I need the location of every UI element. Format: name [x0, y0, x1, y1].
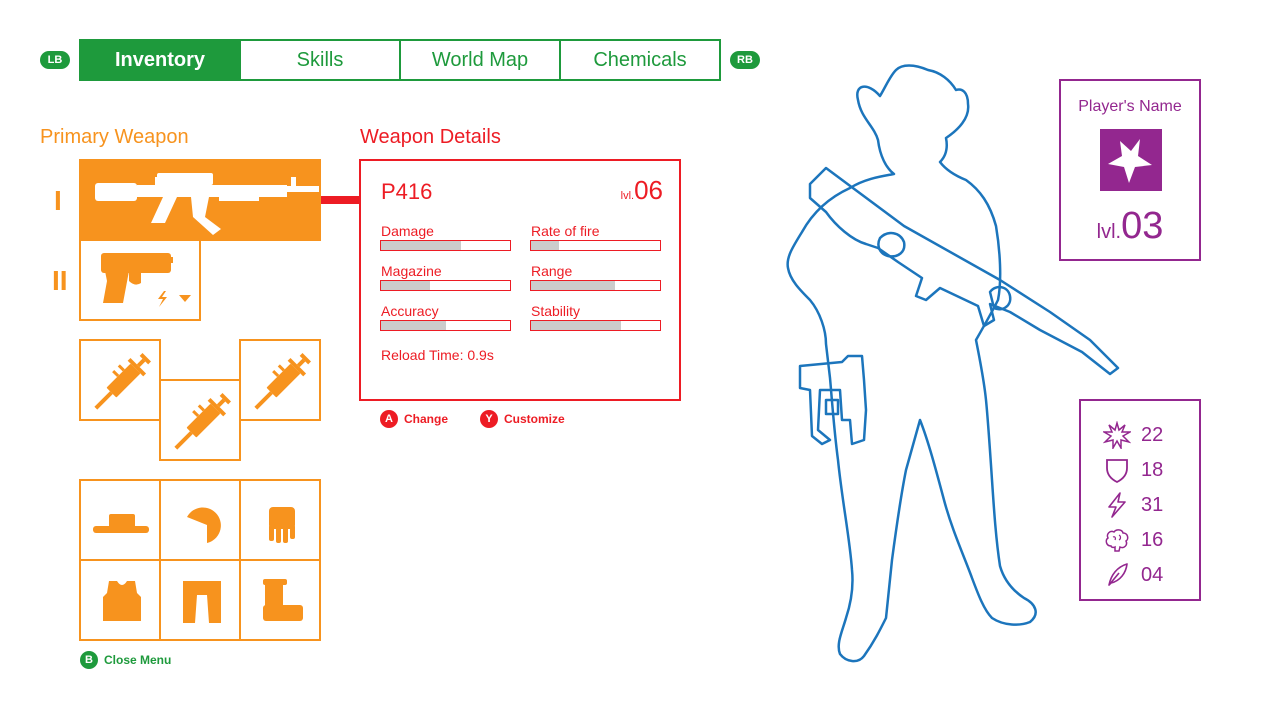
stat-bar-rate-of-fire — [530, 240, 661, 251]
stat-bar-stability — [530, 320, 661, 331]
burst-icon — [1103, 421, 1131, 449]
glove-icon — [269, 507, 295, 543]
gear-slot-boots[interactable] — [239, 559, 321, 641]
weapon-name: P416 — [381, 179, 433, 204]
lb-button[interactable]: LB — [40, 51, 70, 69]
chemical-slot-3[interactable] — [239, 339, 321, 421]
pistol-icon — [101, 253, 191, 307]
stat-label-stability: Stability — [531, 303, 581, 319]
assault-rifle-icon — [95, 173, 319, 235]
stat-bar-accuracy — [380, 320, 511, 331]
pants-icon — [183, 581, 221, 623]
gear-slot-pants[interactable] — [159, 559, 241, 641]
a-button-icon: A — [380, 410, 398, 428]
stat-bar-damage — [380, 240, 511, 251]
b-button-icon: B — [80, 651, 98, 669]
tab-world-map[interactable]: World Map — [401, 41, 561, 79]
attribute-value: 18 — [1141, 458, 1164, 481]
syringe-icon — [174, 393, 231, 450]
stat-label-rate-of-fire: Rate of fire — [531, 223, 600, 239]
secondary-weapon-slot[interactable] — [79, 239, 201, 321]
mask-icon — [187, 507, 221, 543]
player-card: Player's Name lvl.03 — [1059, 79, 1201, 261]
player-avatar — [1100, 129, 1162, 191]
tab-chemicals[interactable]: Chemicals — [593, 48, 687, 71]
slot-label-primary: I — [54, 185, 62, 216]
shield-icon — [1106, 459, 1128, 484]
attribute-intellect: 16 — [1103, 526, 1163, 554]
selection-connector — [321, 196, 359, 204]
gear-slot-vest[interactable] — [79, 559, 161, 641]
attribute-value: 04 — [1141, 563, 1164, 586]
chemical-slot-1[interactable] — [79, 339, 161, 421]
stat-bar-range — [530, 280, 661, 291]
vest-icon — [103, 581, 141, 621]
player-name: Player's Name — [1078, 98, 1182, 115]
primary-weapon-slot[interactable] — [79, 159, 321, 241]
player-level-prefix: lvl. — [1096, 221, 1122, 243]
y-button-icon: Y — [480, 410, 498, 428]
stat-label-range: Range — [531, 263, 573, 279]
primary-weapon-title: Primary Weapon — [40, 126, 189, 148]
star-icon — [1108, 139, 1152, 183]
tab-inventory[interactable]: Inventory — [81, 41, 241, 79]
weapon-details-title: Weapon Details — [360, 126, 501, 148]
attributes-panel: 22 18 31 16 04 — [1079, 399, 1201, 601]
gear-slot-hat[interactable] — [79, 479, 161, 561]
player-level-value: 03 — [1121, 205, 1164, 247]
gear-slot-gloves[interactable] — [239, 479, 321, 561]
stat-label-magazine: Magazine — [381, 263, 442, 279]
stat-bar-magazine — [380, 280, 511, 291]
close-menu-label: Close Menu — [104, 653, 172, 667]
weapon-level: lvl.06 — [621, 175, 663, 206]
attribute-speed: 31 — [1103, 491, 1163, 519]
syringe-icon — [254, 353, 311, 410]
weapon-details-panel: P416 lvl.06 Damage Rate of fire Magazine… — [359, 159, 681, 401]
character-silhouette — [786, 64, 1120, 663]
tab-bar: Inventory Skills World Map Chemicals — [79, 39, 721, 81]
weapon-level-prefix: lvl. — [620, 190, 635, 202]
customize-button[interactable]: Y Customize — [480, 410, 565, 428]
attribute-value: 16 — [1141, 528, 1164, 551]
attribute-value: 22 — [1141, 423, 1164, 446]
brain-icon — [1105, 529, 1129, 552]
attribute-power: 22 — [1103, 421, 1163, 449]
player-level: lvl.03 — [1061, 205, 1199, 248]
weapon-level-value: 06 — [634, 175, 663, 205]
stat-label-damage: Damage — [381, 223, 434, 239]
slot-label-secondary: II — [52, 265, 68, 296]
stat-label-accuracy: Accuracy — [381, 303, 439, 319]
gear-slot-mask[interactable] — [159, 479, 241, 561]
boot-icon — [263, 579, 303, 621]
attribute-defense: 18 — [1103, 456, 1163, 484]
syringe-icon — [94, 353, 151, 410]
change-button[interactable]: A Change — [380, 410, 448, 428]
attribute-agility: 04 — [1103, 561, 1163, 589]
change-label: Change — [404, 412, 449, 426]
reload-time: Reload Time: 0.9s — [381, 347, 494, 363]
tab-skills[interactable]: Skills — [241, 41, 401, 79]
hat-icon — [93, 514, 149, 533]
chemical-slot-2[interactable] — [159, 379, 241, 461]
rb-button[interactable]: RB — [730, 51, 760, 69]
attribute-value: 31 — [1141, 493, 1164, 516]
customize-label: Customize — [504, 412, 565, 426]
lightning-icon — [1108, 492, 1126, 518]
close-menu-button[interactable]: B Close Menu — [80, 651, 171, 669]
feather-icon — [1108, 563, 1128, 586]
